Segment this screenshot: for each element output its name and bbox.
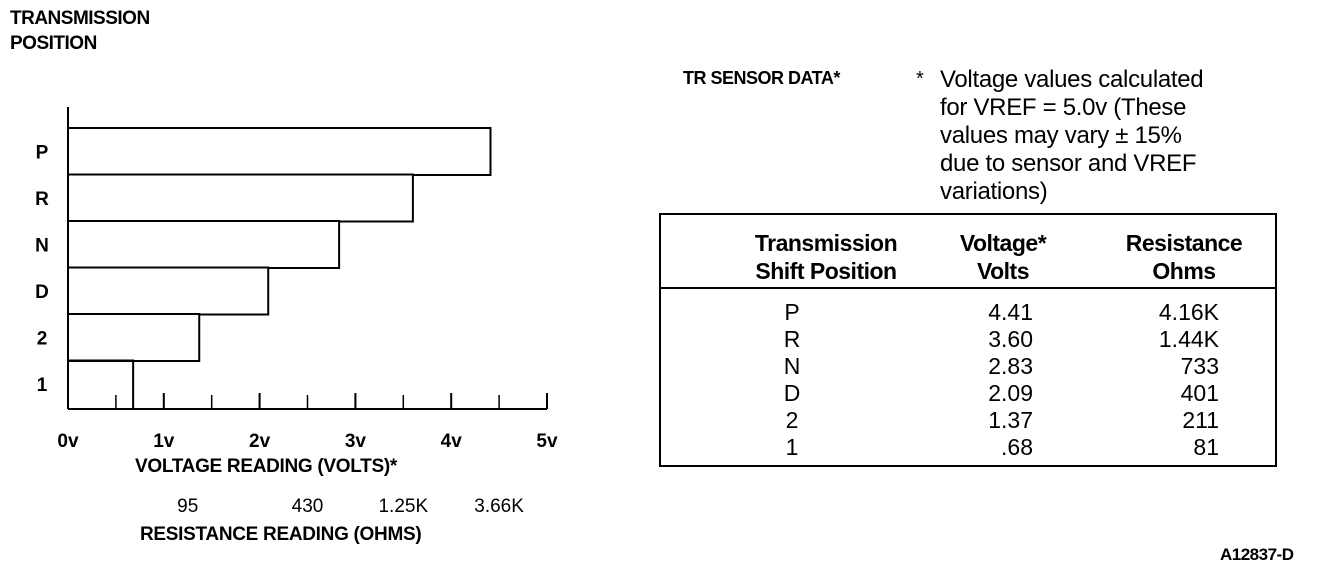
resistance-tick-label: 3.66K <box>474 496 524 517</box>
cell-voltage: 4.41 <box>988 299 1033 325</box>
note-asterisk: * <box>916 68 924 90</box>
sensor-data-table: Transmission Shift Position Voltage* Vol… <box>659 213 1277 467</box>
table-row: N 2.83 733 <box>661 353 1275 380</box>
x-tick-label: 1v <box>153 431 175 452</box>
y-axis-title-line-2: POSITION <box>10 33 97 54</box>
table-row: P 4.41 4.16K <box>661 299 1275 326</box>
cell-position: 1 <box>785 434 799 460</box>
header-line: Shift Position <box>755 258 897 284</box>
table-row: 1 .68 81 <box>661 434 1275 461</box>
table-row: 2 1.37 211 <box>661 407 1275 434</box>
category-label-P: P <box>36 143 49 164</box>
cell-resistance: 733 <box>1180 353 1219 379</box>
x-tick-label: 5v <box>536 431 558 452</box>
bar-2 <box>67 313 201 362</box>
cell-voltage: 1.37 <box>988 407 1033 433</box>
y-axis-title-line-1: TRANSMISSION <box>10 8 150 29</box>
header-line: Resistance <box>1125 230 1243 256</box>
header-line: Volts <box>976 258 1030 284</box>
figure-id: A12837-D <box>1220 545 1294 564</box>
cell-resistance: 4.16K <box>1158 299 1219 325</box>
cell-voltage: .68 <box>1001 434 1033 460</box>
cell-resistance: 211 <box>1182 407 1219 433</box>
x-axis-label: VOLTAGE READING (VOLTS)* <box>135 456 397 477</box>
cell-position: D <box>783 380 801 406</box>
cell-resistance: 81 <box>1193 434 1219 460</box>
bar-R <box>67 173 414 223</box>
x-tick-label: 4v <box>441 431 463 452</box>
cell-voltage: 2.83 <box>988 353 1033 379</box>
bar-1 <box>68 359 135 409</box>
category-label-1: 1 <box>37 375 48 396</box>
cell-voltage: 2.09 <box>988 380 1033 406</box>
cell-voltage: 3.60 <box>988 326 1033 352</box>
note-line: values may vary ± 15% <box>940 122 1182 149</box>
bar-D <box>67 266 270 316</box>
header-divider <box>661 287 1275 289</box>
header-voltage: Voltage* Volts <box>923 229 1083 285</box>
header-line: Ohms <box>1152 258 1216 284</box>
bar-N <box>67 220 341 269</box>
x-tick-label: 3v <box>345 431 367 452</box>
resistance-tick-label: 1.25K <box>378 496 429 517</box>
header-resistance: Resistance Ohms <box>1099 229 1269 285</box>
category-label-N: N <box>35 236 49 257</box>
cell-position: R <box>783 326 801 352</box>
table-row: R 3.60 1.44K <box>661 326 1275 353</box>
cell-position: 2 <box>785 407 799 433</box>
cell-resistance: 401 <box>1180 380 1219 406</box>
bar-P <box>67 127 492 176</box>
header-line: Voltage* <box>959 230 1047 256</box>
x-tick-label: 2v <box>249 431 271 452</box>
cell-position: N <box>783 353 801 379</box>
bar-chart: P R N D 2 1 0v 1v 2v 3v 4v 5v <box>35 107 558 452</box>
note-line: for VREF = 5.0v (These <box>940 94 1187 121</box>
note-line: Voltage values calculated <box>940 66 1204 93</box>
header-shift-position: Transmission Shift Position <box>711 229 941 285</box>
sensor-data-title: TR SENSOR DATA* <box>683 68 840 88</box>
note-line: due to sensor and VREF <box>940 150 1197 177</box>
cell-position: P <box>784 299 800 325</box>
note-line: variations) <box>940 178 1048 205</box>
table-row: D 2.09 401 <box>661 380 1275 407</box>
category-label-2: 2 <box>37 329 48 350</box>
voltage-note: Voltage values calculated for VREF = 5.0… <box>940 66 1270 206</box>
y-axis-title: TRANSMISSION POSITION <box>10 6 150 56</box>
resistance-tick-label: 95 <box>177 496 199 517</box>
cell-resistance: 1.44K <box>1158 326 1219 352</box>
category-label-D: D <box>35 282 49 303</box>
resistance-tick-label: 430 <box>291 496 324 517</box>
category-label-R: R <box>35 189 49 210</box>
x-tick-label: 0v <box>57 431 79 452</box>
resistance-axis-label: RESISTANCE READING (OHMS) <box>140 524 422 545</box>
header-line: Transmission <box>754 230 898 256</box>
table-body: P 4.41 4.16K R 3.60 1.44K N 2.83 733 D 2… <box>661 299 1275 461</box>
